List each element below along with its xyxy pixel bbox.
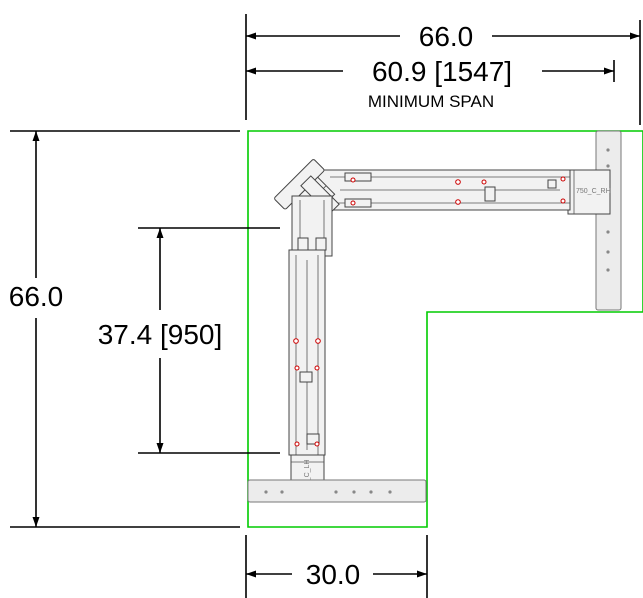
dim-overall-width: 66.0 (419, 21, 474, 52)
vertical-beam (288, 249, 326, 456)
horizontal-beam (317, 169, 571, 211)
right-base-block: 750_C_RH (567, 169, 611, 215)
right-base-label: 750_C_RH (576, 188, 611, 195)
desktop-outline (247, 130, 643, 528)
dim-minimum-span-label: MINIMUM SPAN (368, 92, 494, 111)
left-base-label: 750_C_LH (304, 460, 311, 493)
dim-return-width: 30.0 (306, 559, 361, 590)
right-foot (595, 130, 622, 311)
dim-leg-span: 37.4 [950] (98, 319, 223, 350)
dim-overall-depth: 66.0 (9, 281, 64, 312)
bottom-foot (247, 479, 427, 503)
corner-connector (274, 159, 340, 257)
dim-minimum-span: 60.9 [1547] (372, 56, 512, 87)
